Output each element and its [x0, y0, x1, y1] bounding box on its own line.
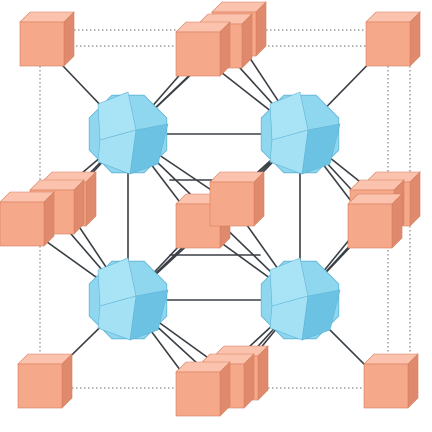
- cube-side-face: [63, 11, 75, 67]
- cube-side-face: [255, 1, 267, 57]
- cube-side-face: [257, 345, 269, 401]
- cube-side-face: [85, 171, 97, 227]
- cube-side-face: [73, 179, 85, 235]
- cube-atom: [0, 191, 55, 247]
- cube-side-face: [219, 361, 231, 417]
- cube-front-face: [365, 21, 411, 67]
- cube-side-face: [61, 353, 73, 409]
- cube-atom: [209, 171, 265, 227]
- octahedron-facet: [97, 129, 137, 175]
- octahedral-cluster: [88, 257, 169, 341]
- cube-front-face: [347, 203, 393, 249]
- cube-side-face: [407, 353, 419, 409]
- cube-atom: [175, 361, 231, 417]
- cube-side-face: [391, 193, 403, 249]
- cube-side-face: [241, 13, 253, 69]
- octahedral-cluster: [88, 91, 169, 175]
- cube-side-face: [43, 191, 55, 247]
- cube-front-face: [209, 181, 255, 227]
- cube-front-face: [17, 363, 63, 409]
- cube-atom: [365, 11, 421, 67]
- cube-side-face: [219, 21, 231, 77]
- cube-side-face: [409, 171, 421, 227]
- octahedron-facet: [269, 295, 309, 341]
- cube-front-face: [0, 201, 45, 247]
- cube-front-face: [175, 31, 221, 77]
- cube-atom: [17, 353, 73, 409]
- cube-atom: [347, 193, 403, 249]
- cube-front-face: [19, 21, 65, 67]
- cube-front-face: [175, 371, 221, 417]
- octahedron-facet: [269, 129, 309, 175]
- octahedral-cluster: [260, 257, 341, 341]
- cube-atom: [363, 353, 419, 409]
- cube-side-face: [243, 353, 255, 409]
- cube-side-face: [409, 11, 421, 67]
- cube-atom: [175, 21, 231, 77]
- atom-sites: [0, 1, 421, 417]
- octahedral-cluster: [260, 91, 341, 175]
- cube-front-face: [363, 363, 409, 409]
- cube-side-face: [253, 171, 265, 227]
- cube-atom: [19, 11, 75, 67]
- octahedron-facet: [97, 295, 137, 341]
